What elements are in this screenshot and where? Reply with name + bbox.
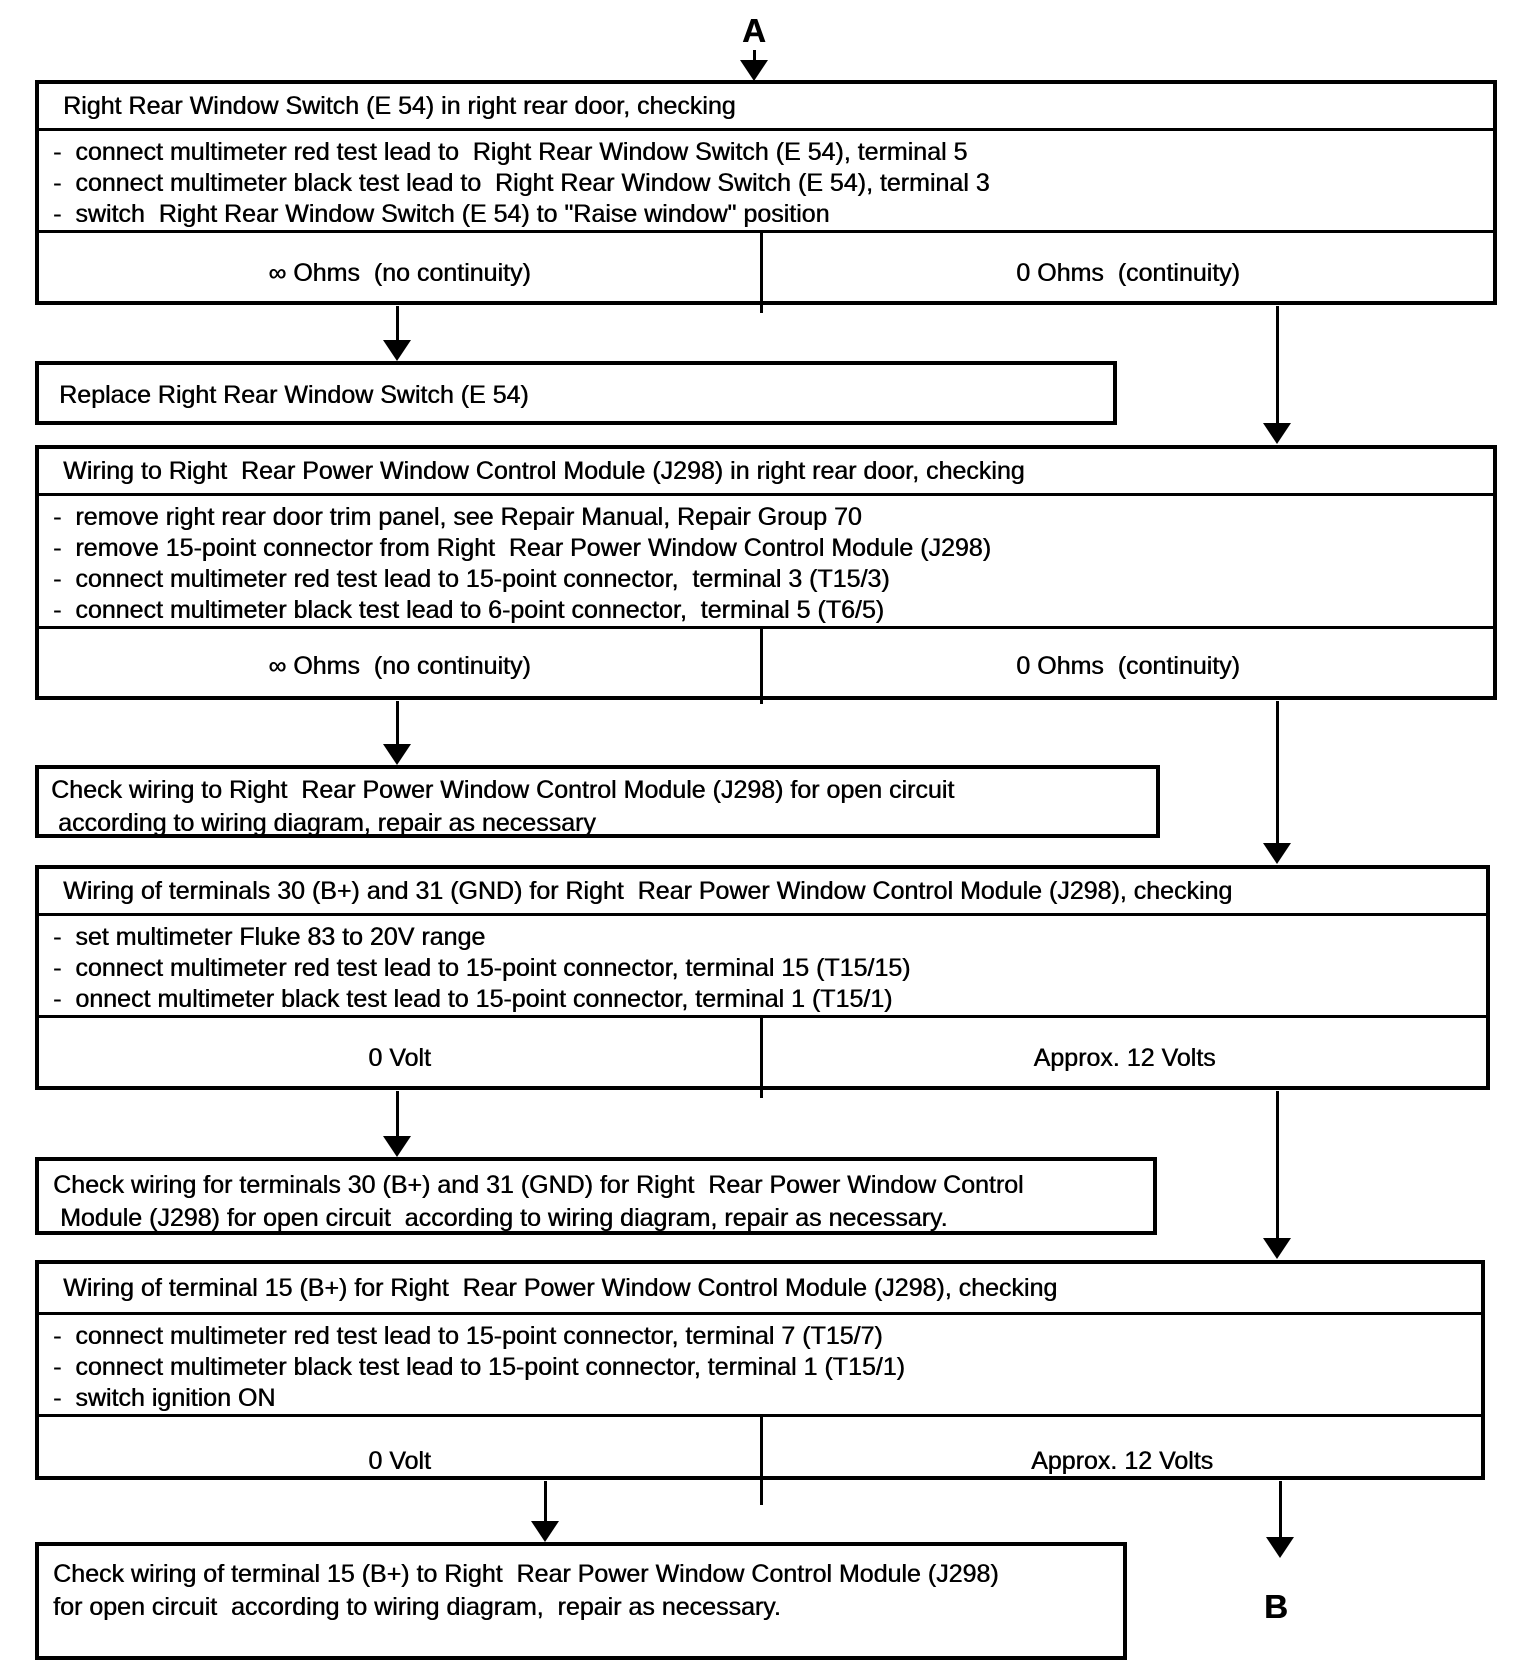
step-item: onnect multimeter black test lead to 15-… [53,984,1480,1015]
step-item: connect multimeter red test lead to 15-p… [53,1321,1475,1352]
box-title: Wiring of terminals 30 (B+) and 31 (GND)… [39,869,1486,916]
box-steps: connect multimeter red test lead to 15-p… [39,1315,1481,1414]
step-item: switch ignition ON [53,1383,1475,1414]
result-line: Check wiring to Right Rear Power Window … [51,776,955,804]
box-steps: remove right rear door trim panel, see R… [39,496,1493,626]
outcome-no-continuity: ∞ Ohms (no continuity) [39,233,763,313]
result-line: Replace Right Rear Window Switch (E 54) [59,381,529,409]
outcome-no-continuity: ∞ Ohms (no continuity) [39,629,763,704]
step-item: remove 15-point connector from Right Rea… [53,533,1487,564]
step-item: connect multimeter black test lead to Ri… [53,168,1487,199]
outcome-zero-volt: 0 Volt [39,1417,763,1505]
outcome-zero-volt: 0 Volt [39,1018,763,1098]
box-title: Wiring to Right Rear Power Window Contro… [39,449,1493,496]
outcome-12-volts: Approx. 12 Volts [1033,1043,1216,1072]
result-line: Module (J298) for open circuit according… [53,1204,948,1232]
step-item: connect multimeter red test lead to 15-p… [53,564,1487,595]
step-item: connect multimeter black test lead to 15… [53,1352,1475,1383]
result-box-check-terminals-30-31: Check wiring for terminals 30 (B+) and 3… [35,1157,1157,1235]
step-item: connect multimeter black test lead to 6-… [53,595,1487,626]
outcome-continuity: 0 Ohms (continuity) [1016,652,1240,680]
result-box-check-wiring-j298: Check wiring to Right Rear Power Window … [35,765,1160,838]
outcome-12-volts: Approx. 12 Volts [1030,1446,1214,1475]
step-item: set multimeter Fluke 83 to 20V range [53,922,1480,953]
outcome-continuity: 0 Ohms (continuity) [1016,258,1240,287]
test-box-terminal-15: Wiring of terminal 15 (B+) for Right Rea… [35,1260,1485,1505]
connector-label-b: B [1264,1588,1289,1625]
box-steps: connect multimeter red test lead to Righ… [39,131,1493,230]
connector-label-a: A [742,12,767,49]
test-box-wiring-j298: Wiring to Right Rear Power Window Contro… [35,445,1497,704]
result-line: for open circuit according to wiring dia… [53,1593,781,1621]
box-steps: set multimeter Fluke 83 to 20V range con… [39,916,1486,1015]
test-box-terminals-30-31: Wiring of terminals 30 (B+) and 31 (GND)… [35,865,1490,1098]
result-box-check-terminal-15: Check wiring of terminal 15 (B+) to Righ… [35,1542,1127,1660]
result-line: according to wiring diagram, repair as n… [51,809,596,837]
box-title: Right Rear Window Switch (E 54) in right… [39,84,1493,131]
step-item: remove right rear door trim panel, see R… [53,502,1487,533]
test-box-window-switch: Right Rear Window Switch (E 54) in right… [35,80,1497,313]
result-box-replace-switch: Replace Right Rear Window Switch (E 54) [35,361,1117,425]
step-item: connect multimeter red test lead to Righ… [53,137,1487,168]
step-item: connect multimeter red test lead to 15-p… [53,953,1480,984]
result-line: Check wiring of terminal 15 (B+) to Righ… [53,1560,999,1588]
box-title: Wiring of terminal 15 (B+) for Right Rea… [39,1264,1481,1315]
result-line: Check wiring for terminals 30 (B+) and 3… [53,1171,1024,1199]
step-item: switch Right Rear Window Switch (E 54) t… [53,199,1487,230]
